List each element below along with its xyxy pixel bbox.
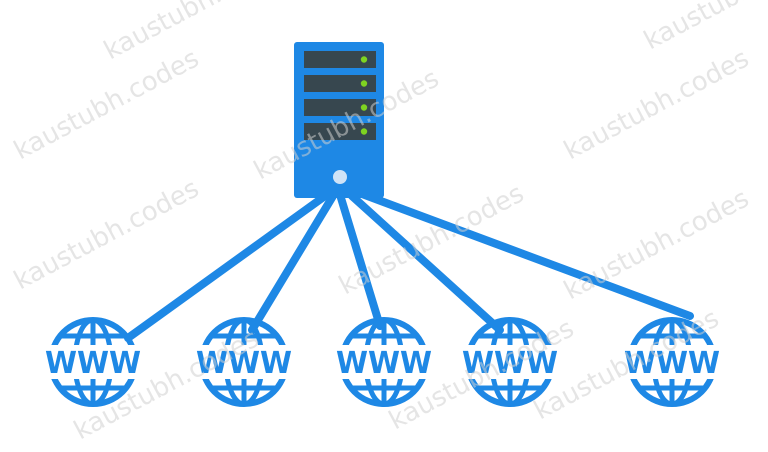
connection-line-2 [248,192,337,334]
watermark-text: kaustubh.codes [559,184,754,307]
watermark-text: kaustubh.codes [639,0,768,56]
server-power-button [333,170,347,184]
server-led-2 [360,80,368,87]
server-led-4 [360,128,368,135]
server-drive-2 [304,75,376,92]
globe-icon: WWW [192,317,296,407]
globe-icon: WWW [41,317,145,407]
connection-line-3 [337,194,384,330]
server-icon [294,42,384,198]
connection-lines [124,190,694,342]
globe-label: WWW [196,346,292,381]
connection-line-5 [358,190,694,320]
server-drive-4 [304,123,376,140]
server-drive-1 [304,51,376,68]
globe-row: WWW WWW WWW WWW WWW [41,317,724,407]
globe-icon: WWW [620,317,724,407]
watermark-text: kaustubh.codes [9,174,204,297]
watermark-text: kaustubh.codes [559,44,754,167]
watermark-text: kaustubh.codes [69,324,264,447]
server-drive-3 [304,99,376,116]
connection-line-4 [348,192,504,334]
globe-icon: WWW [458,317,562,407]
connection-line-1 [124,192,329,342]
server-led-3 [360,104,368,111]
globe-label: WWW [624,346,720,381]
watermark-text: kaustubh.codes [9,44,204,167]
globe-label: WWW [45,346,141,381]
globe-icon: WWW [332,317,436,407]
server-led-1 [360,56,368,63]
globe-label: WWW [336,346,432,381]
globe-label: WWW [462,346,558,381]
